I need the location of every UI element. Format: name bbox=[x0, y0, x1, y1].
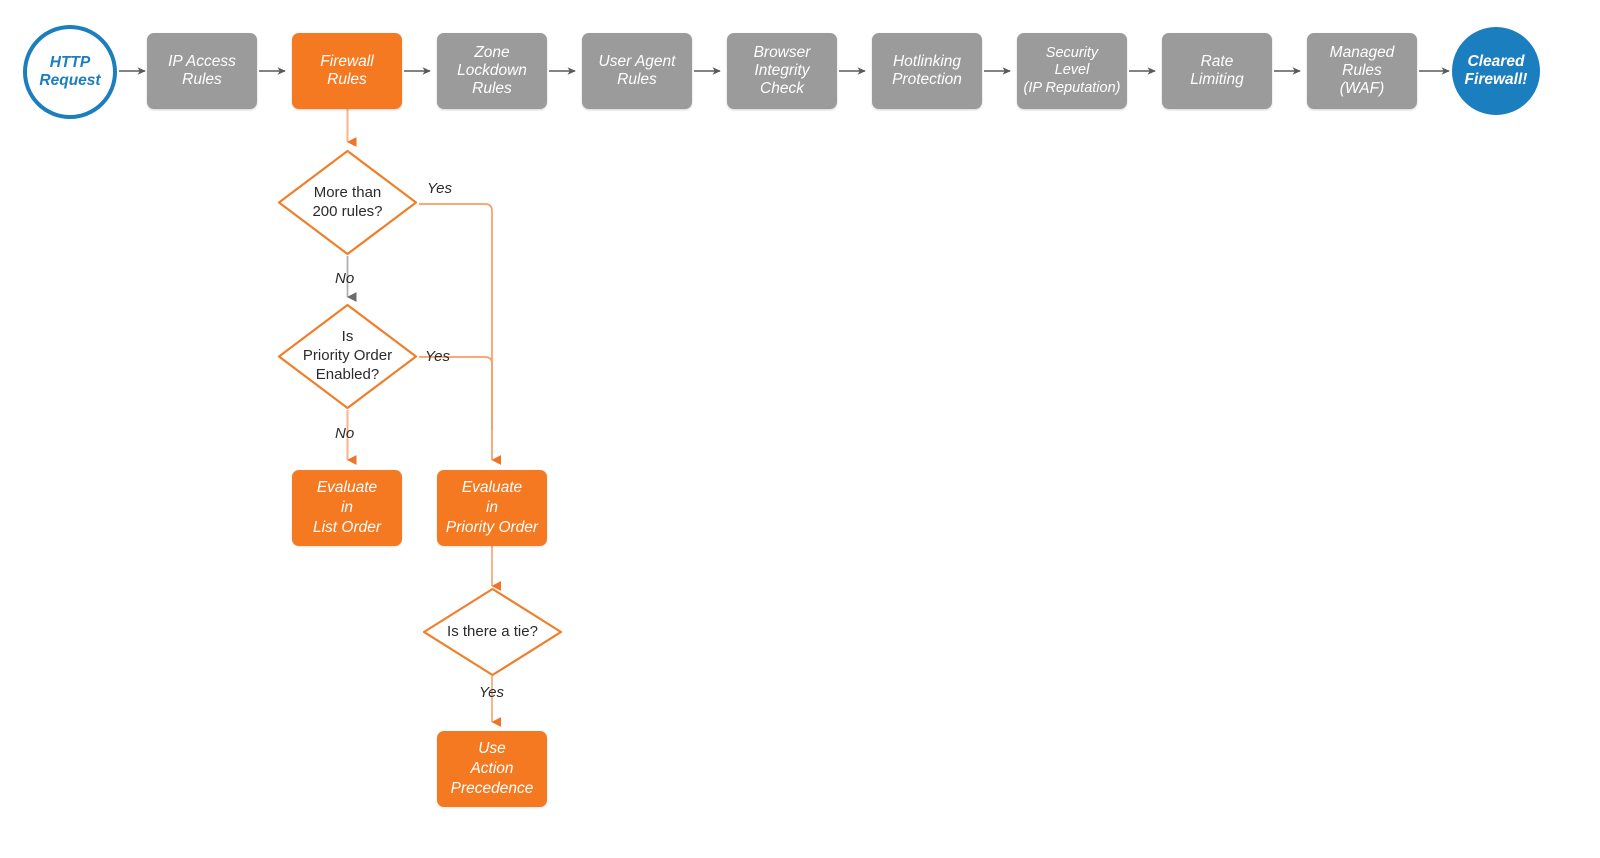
node-hotlinking-protection[interactable]: Hotlinking Protection bbox=[872, 33, 982, 109]
node-security-level-label: Security Level (IP Reputation) bbox=[1023, 45, 1121, 96]
node-evaluate-in-list-order[interactable]: Evaluate in List Order bbox=[292, 470, 402, 546]
node-decision-is-priority-order-enabled[interactable]: Is Priority Order Enabled? bbox=[277, 303, 418, 410]
edge-priority-order-yes bbox=[419, 356, 493, 430]
node-hotlinking-protection-label: Hotlinking Protection bbox=[892, 52, 962, 88]
node-http-request-label: HTTP Request bbox=[39, 53, 101, 89]
node-user-agent-rules-label: User Agent Rules bbox=[598, 52, 676, 88]
edge-label-text: Yes bbox=[479, 684, 505, 701]
node-evaluate-in-priority-order[interactable]: Evaluate in Priority Order bbox=[437, 470, 547, 546]
edge-label-no-more-than-200: No bbox=[335, 270, 354, 287]
node-browser-integrity-check-label: Browser Integrity Check bbox=[753, 43, 811, 98]
node-evaluate-in-list-order-label: Evaluate in List Order bbox=[312, 478, 382, 537]
node-use-action-precedence[interactable]: Use Action Precedence bbox=[437, 731, 547, 807]
diamond-shape bbox=[277, 303, 418, 410]
node-security-level[interactable]: Security Level (IP Reputation) bbox=[1017, 33, 1127, 109]
edge-label-text: Yes bbox=[427, 180, 453, 197]
node-decision-is-priority-order-enabled-label: Is Priority Order Enabled? bbox=[302, 328, 393, 383]
edge-label-no-priority-order: No bbox=[335, 425, 354, 442]
diamond-shape bbox=[277, 149, 418, 256]
node-decision-more-than-200-rules-label: More than 200 rules? bbox=[312, 183, 383, 220]
node-zone-lockdown-rules[interactable]: Zone Lockdown Rules bbox=[437, 33, 547, 109]
edge-label-yes-priority-order: Yes bbox=[425, 348, 450, 365]
node-decision-is-there-a-tie[interactable]: Is there a tie? bbox=[422, 587, 563, 677]
diamond-shape bbox=[422, 587, 563, 677]
node-evaluate-in-priority-order-label: Evaluate in Priority Order bbox=[445, 478, 539, 537]
node-cleared-firewall-label: Cleared Firewall! bbox=[1464, 52, 1528, 88]
node-cleared-firewall[interactable]: Cleared Firewall! bbox=[1452, 27, 1540, 115]
edge-label-text: No bbox=[335, 425, 355, 442]
node-managed-rules-waf-label: Managed Rules (WAF) bbox=[1329, 43, 1395, 98]
node-use-action-precedence-label: Use Action Precedence bbox=[450, 739, 534, 798]
node-http-request[interactable]: HTTP Request bbox=[23, 25, 117, 119]
node-firewall-rules[interactable]: Firewall Rules bbox=[292, 33, 402, 109]
node-user-agent-rules[interactable]: User Agent Rules bbox=[582, 33, 692, 109]
edge-more-than-200-yes bbox=[419, 203, 501, 465]
node-managed-rules-waf[interactable]: Managed Rules (WAF) bbox=[1307, 33, 1417, 109]
node-decision-is-there-a-tie-label: Is there a tie? bbox=[447, 622, 538, 640]
node-rate-limiting-label: Rate Limiting bbox=[1190, 52, 1244, 88]
node-ip-access-rules[interactable]: IP Access Rules bbox=[147, 33, 257, 109]
node-browser-integrity-check[interactable]: Browser Integrity Check bbox=[727, 33, 837, 109]
node-zone-lockdown-rules-label: Zone Lockdown Rules bbox=[457, 43, 527, 98]
node-rate-limiting[interactable]: Rate Limiting bbox=[1162, 33, 1272, 109]
node-decision-more-than-200-rules[interactable]: More than 200 rules? bbox=[277, 149, 418, 256]
edge-label-text: No bbox=[335, 270, 355, 287]
node-ip-access-rules-label: IP Access Rules bbox=[168, 52, 236, 88]
edge-label-yes-more-than-200: Yes bbox=[427, 180, 452, 197]
node-firewall-rules-label: Firewall Rules bbox=[320, 52, 374, 88]
edge-label-yes-tie: Yes bbox=[479, 684, 504, 701]
edge-label-text: Yes bbox=[425, 348, 451, 365]
